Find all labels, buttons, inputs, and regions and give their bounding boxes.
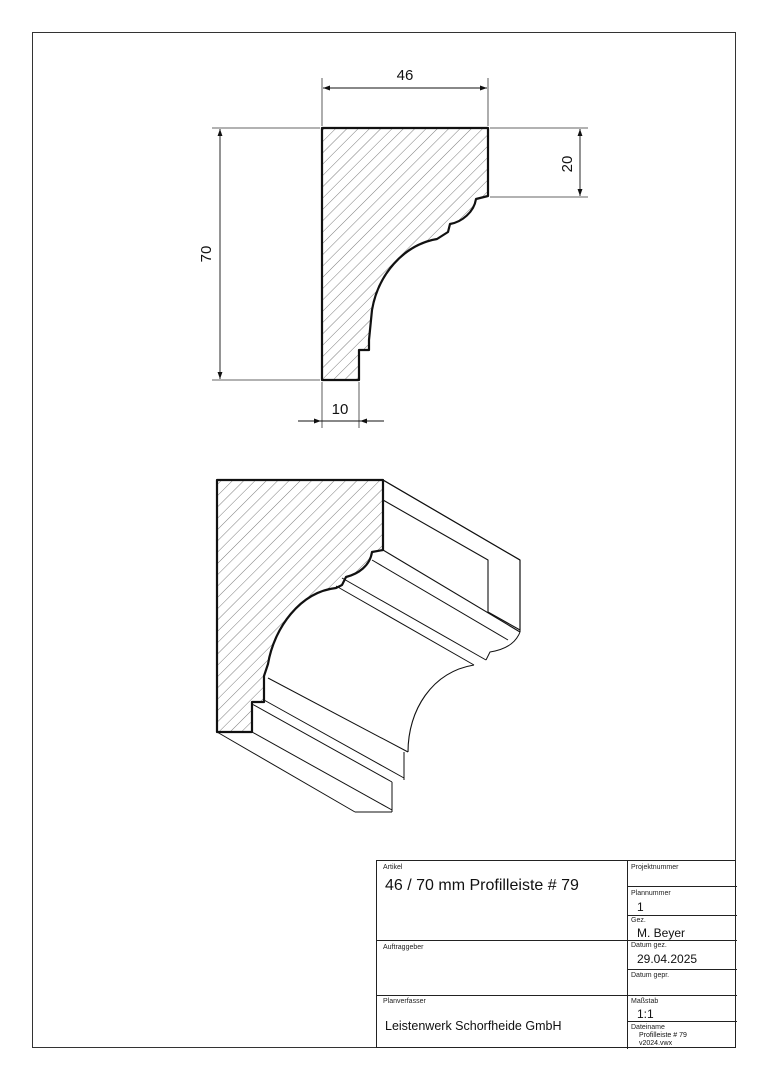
divider [627, 995, 737, 996]
title-block-divider [627, 861, 628, 1049]
massstab-value: 1:1 [637, 1007, 654, 1021]
dim-text-height-right: 20 [559, 156, 576, 173]
plannummer-value: 1 [637, 900, 644, 914]
divider [377, 995, 627, 996]
dim-text-width-top: 46 [397, 67, 414, 84]
planverfasser-value: Leistenwerk Schorfheide GmbH [385, 1019, 562, 1033]
divider [627, 969, 737, 970]
artikel-label: Artikel [383, 864, 403, 871]
datum-gez-label: Datum gez. [631, 942, 667, 949]
dim-text-height-left: 70 [198, 246, 215, 263]
iso-cove-edge [407, 664, 475, 753]
auftraggeber-label: Auftraggeber [383, 944, 424, 951]
datum-gez-value: 29.04.2025 [637, 952, 698, 966]
gez-value: M. Beyer [637, 926, 686, 940]
iso-edge [335, 585, 475, 666]
iso-edge [382, 549, 521, 633]
gez-label: Gez. [631, 917, 646, 924]
divider [627, 940, 737, 941]
title-block: Artikel 46 / 70 mm Profilleiste # 79 Auf… [376, 860, 737, 1049]
iso-top-face [382, 479, 521, 631]
profile-section [320, 126, 490, 382]
iso-edge [382, 479, 521, 561]
divider [377, 940, 627, 941]
profile-section-view: 46 70 20 10 [198, 67, 588, 428]
divider [627, 915, 737, 916]
dateiname-label: Dateiname [631, 1024, 665, 1031]
artikel-value: 46 / 70 mm Profilleiste # 79 [385, 877, 579, 894]
divider [627, 886, 737, 887]
iso-curve [485, 631, 521, 661]
dim-text-width-bottom: 10 [332, 401, 349, 418]
plannummer-label: Plannummer [631, 890, 671, 897]
dateiname-line2: v2024.vwx [639, 1040, 673, 1047]
iso-edge [251, 703, 393, 783]
dateiname-line1: Profilleiste # 79 [639, 1032, 687, 1039]
divider [627, 1021, 737, 1022]
datum-gepr-label: Datum gepr. [631, 972, 670, 979]
iso-edge [341, 577, 487, 661]
iso-edge [267, 677, 409, 753]
iso-edge [216, 731, 356, 813]
massstab-label: Maßstab [631, 998, 659, 1005]
profile-isometric-view [215, 478, 521, 813]
iso-edge [371, 559, 509, 641]
projektnummer-label: Projektnummer [631, 864, 679, 871]
iso-edge [263, 699, 405, 779]
planverfasser-label: Planverfasser [383, 998, 426, 1005]
iso-edge [251, 731, 393, 811]
iso-front-section [215, 478, 385, 734]
